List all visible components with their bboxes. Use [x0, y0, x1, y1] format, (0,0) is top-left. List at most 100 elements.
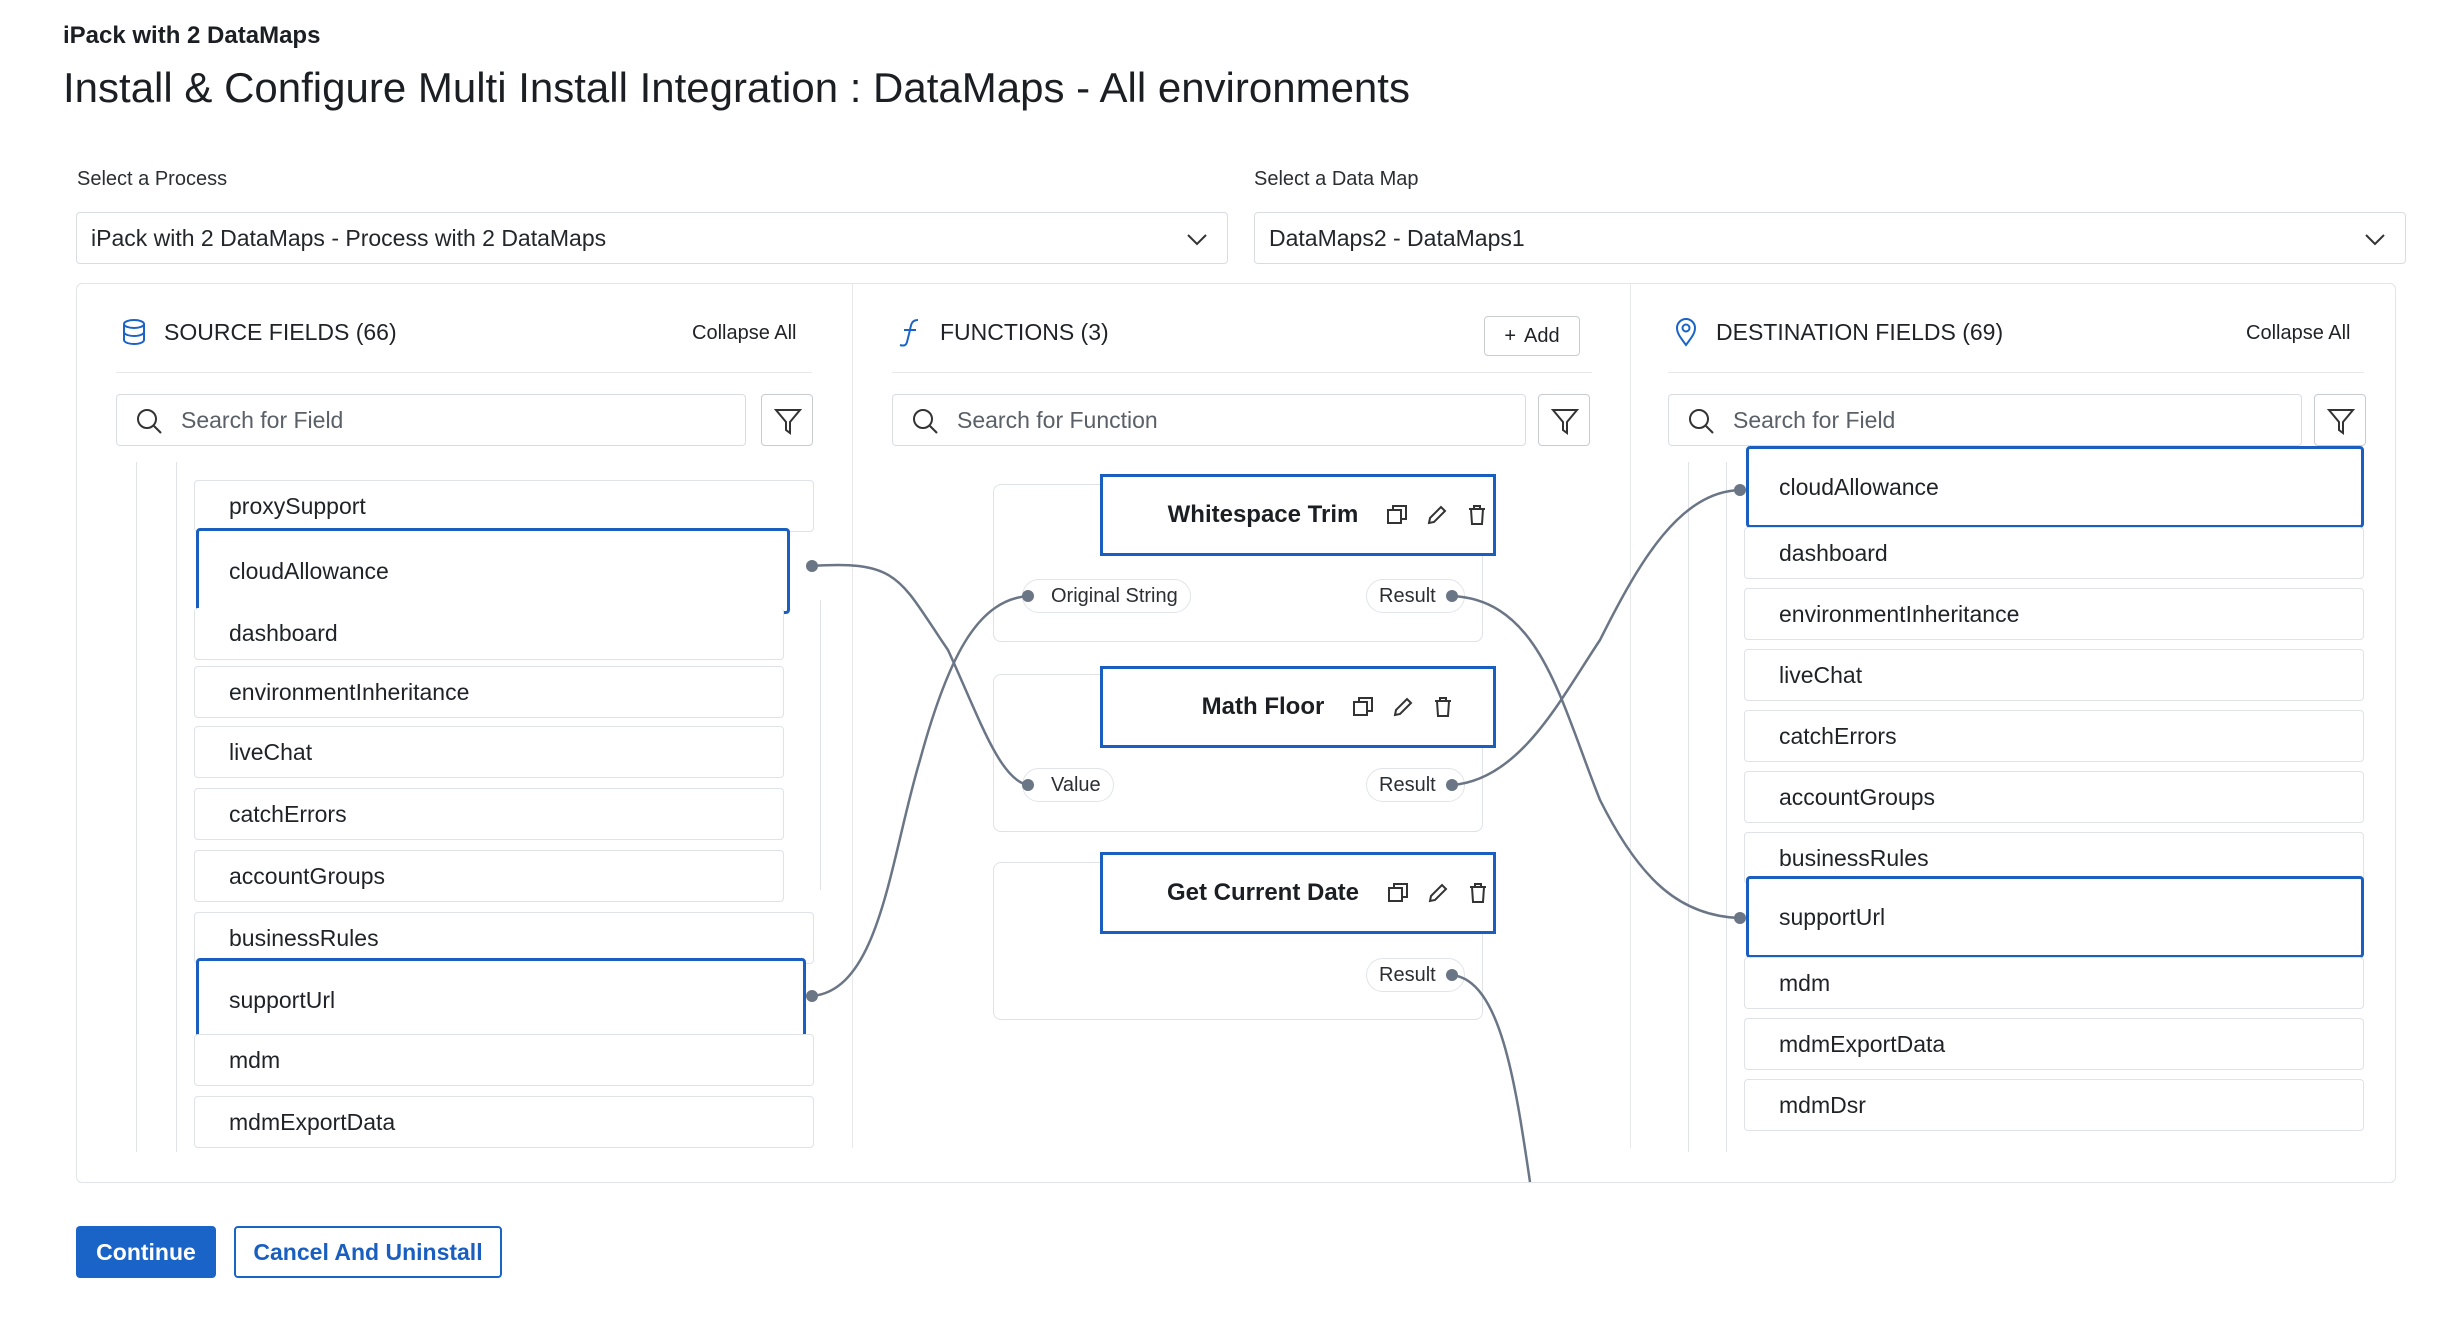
field-label: environmentInheritance	[1779, 601, 2020, 627]
destination-header: DESTINATION FIELDS (69)	[1670, 316, 2003, 348]
search-icon	[1689, 409, 1714, 434]
trash-icon[interactable]	[1432, 696, 1454, 718]
source-field[interactable]: businessRules	[194, 912, 814, 964]
function-title-get-current-date[interactable]: Get Current Date	[1100, 852, 1496, 934]
filter-icon	[2326, 409, 2356, 435]
port-label: Value	[1051, 774, 1101, 796]
database-icon	[123, 319, 145, 346]
field-label: businessRules	[1779, 845, 1929, 871]
page-subtitle: iPack with 2 DataMaps	[63, 22, 321, 49]
port-label: Result	[1379, 964, 1436, 986]
destination-field[interactable]: accountGroups	[1744, 771, 2364, 823]
edit-icon[interactable]	[1427, 882, 1449, 904]
continue-button[interactable]: Continue	[76, 1226, 216, 1278]
chevron-down-icon	[2365, 234, 2385, 246]
function-name: Math Floor	[1201, 693, 1325, 720]
function-search-input[interactable]: Search for Function	[892, 394, 1526, 446]
port-output[interactable]: Result	[1366, 958, 1465, 992]
source-field[interactable]: mdm	[194, 1034, 814, 1086]
destination-field-selected[interactable]: supportUrl	[1746, 876, 2364, 958]
function-name: Whitespace Trim	[1167, 501, 1359, 528]
field-label: mdmExportData	[229, 1109, 396, 1135]
port-output[interactable]: Result	[1366, 768, 1465, 802]
process-select-value: iPack with 2 DataMaps - Process with 2 D…	[91, 225, 607, 251]
source-search-input[interactable]: Search for Field	[116, 394, 746, 446]
tree-line	[136, 462, 137, 1152]
port-input[interactable]: Original String	[1022, 579, 1191, 613]
destination-field-selected[interactable]: cloudAllowance	[1746, 446, 2364, 528]
source-field[interactable]: mdmExportData	[194, 1096, 814, 1148]
source-field[interactable]: liveChat	[194, 726, 784, 778]
function-filter-button[interactable]	[1538, 394, 1590, 446]
add-function-label: Add	[1524, 324, 1560, 347]
source-field[interactable]: accountGroups	[194, 850, 784, 902]
cancel-uninstall-button[interactable]: Cancel And Uninstall	[234, 1226, 502, 1278]
destination-search-input[interactable]: Search for Field	[1668, 394, 2302, 446]
location-pin-icon	[1675, 318, 1697, 347]
field-label: dashboard	[229, 620, 338, 646]
destination-field[interactable]: mdmDsr	[1744, 1079, 2364, 1131]
destination-field[interactable]: businessRules	[1744, 832, 2364, 884]
field-label: catchErrors	[229, 801, 347, 827]
source-field-selected[interactable]: cloudAllowance	[196, 528, 790, 614]
source-collapse-all[interactable]: Collapse All	[692, 322, 797, 344]
tree-line	[176, 462, 177, 1152]
source-field[interactable]: environmentInheritance	[194, 666, 784, 718]
destination-field[interactable]: environmentInheritance	[1744, 588, 2364, 640]
process-select-label: Select a Process	[77, 168, 228, 190]
source-field-selected[interactable]: supportUrl	[196, 958, 806, 1042]
destination-field[interactable]: mdm	[1744, 957, 2364, 1009]
filter-icon	[1550, 409, 1580, 435]
field-label: liveChat	[229, 739, 313, 765]
destination-search-placeholder: Search for Field	[1733, 407, 1896, 433]
trash-icon[interactable]	[1467, 882, 1489, 904]
destination-field[interactable]: catchErrors	[1744, 710, 2364, 762]
function-name: Get Current Date	[1166, 879, 1360, 906]
search-icon	[913, 409, 938, 434]
field-label: mdm	[1779, 970, 1831, 996]
source-header: SOURCE FIELDS (66)	[118, 316, 397, 348]
tree-line	[1688, 462, 1689, 1152]
source-filter-button[interactable]	[761, 394, 813, 446]
destination-field[interactable]: dashboard	[1744, 527, 2364, 579]
source-field[interactable]: proxySupport	[194, 480, 814, 532]
copy-icon[interactable]	[1387, 882, 1409, 904]
function-title-math-floor[interactable]: Math Floor	[1100, 666, 1496, 748]
field-label: cloudAllowance	[1779, 474, 1939, 500]
port-input[interactable]: Value	[1022, 768, 1114, 802]
copy-icon[interactable]	[1386, 504, 1408, 526]
source-field[interactable]: dashboard	[194, 608, 784, 660]
search-icon	[137, 409, 162, 434]
port-output[interactable]: Result	[1366, 579, 1465, 613]
edit-icon[interactable]	[1426, 504, 1448, 526]
divider	[1668, 372, 2364, 373]
field-label: accountGroups	[1779, 784, 1935, 810]
destination-field[interactable]: liveChat	[1744, 649, 2364, 701]
filter-icon	[773, 409, 803, 435]
datamap-select-value: DataMaps2 - DataMaps1	[1269, 225, 1525, 251]
add-function-button[interactable]: + Add	[1484, 316, 1580, 356]
process-select[interactable]: iPack with 2 DataMaps - Process with 2 D…	[76, 212, 1228, 264]
field-label: supportUrl	[229, 987, 336, 1013]
destination-field[interactable]: mdmExportData	[1744, 1018, 2364, 1070]
datamap-select-label: Select a Data Map	[1254, 168, 1419, 190]
destination-filter-button[interactable]	[2314, 394, 2366, 446]
trash-icon[interactable]	[1466, 504, 1488, 526]
edit-icon[interactable]	[1392, 696, 1414, 718]
field-label: catchErrors	[1779, 723, 1897, 749]
source-search-placeholder: Search for Field	[181, 407, 344, 433]
field-label: accountGroups	[229, 863, 385, 889]
field-label: dashboard	[1779, 540, 1888, 566]
source-field[interactable]: catchErrors	[194, 788, 784, 840]
function-icon	[899, 319, 919, 347]
field-label: businessRules	[229, 925, 379, 951]
field-label: cloudAllowance	[229, 558, 389, 584]
destination-heading: DESTINATION FIELDS (69)	[1716, 318, 2004, 345]
destination-collapse-all[interactable]: Collapse All	[2246, 322, 2351, 344]
copy-icon[interactable]	[1352, 696, 1374, 718]
divider	[116, 372, 812, 373]
tree-line	[820, 600, 821, 890]
field-label: mdm	[229, 1047, 281, 1073]
datamap-select[interactable]: DataMaps2 - DataMaps1	[1254, 212, 2406, 264]
function-title-whitespace-trim[interactable]: Whitespace Trim	[1100, 474, 1496, 556]
